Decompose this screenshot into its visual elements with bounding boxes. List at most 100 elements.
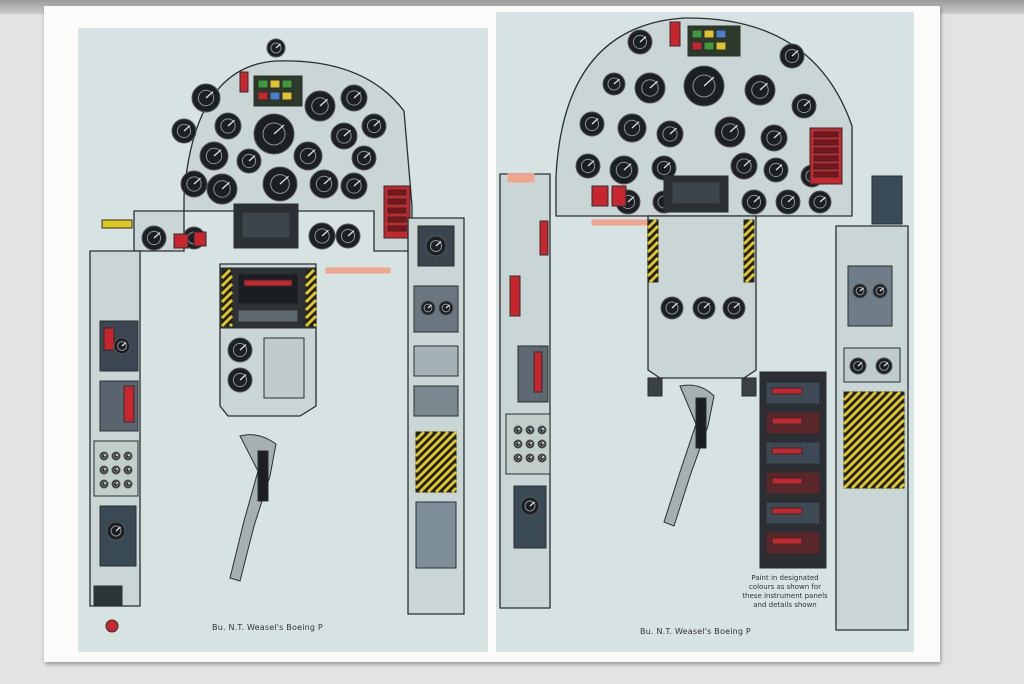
gauge-ring [813, 195, 827, 209]
hazard-stripe [304, 314, 318, 328]
right-sheet-caption: Bu. N.T. Weasel's Boeing P [640, 627, 751, 636]
gauge-ring [356, 150, 372, 166]
warning-cell [387, 225, 407, 232]
gauge-needle [775, 164, 783, 171]
tape-strip [325, 267, 391, 274]
gauge-ring [176, 123, 192, 139]
hazard-stripe [220, 282, 234, 296]
annunciator-light [703, 41, 715, 51]
hazard-stripe [742, 264, 756, 278]
gauge-needle [115, 481, 119, 485]
gauge-ring [346, 90, 362, 106]
hazard-stripe [646, 256, 660, 270]
gauge-needle [857, 361, 863, 367]
gauge-ring [197, 89, 215, 107]
hazard-stripe [842, 410, 906, 474]
gauge-ring [346, 178, 362, 194]
gauge-ring [101, 481, 107, 487]
gauge-needle [347, 230, 355, 237]
radio-readout [771, 477, 803, 485]
radio-buttons [237, 309, 299, 323]
gauge-ring [656, 160, 672, 176]
gauge-needle [323, 177, 332, 185]
radio-readout [771, 507, 803, 515]
hazard-stripe [742, 240, 756, 254]
gauge-ring [853, 361, 863, 371]
gauge-ring [430, 240, 442, 252]
cockpit-artwork [89, 17, 909, 633]
gauge-needle [753, 196, 761, 203]
gauge-needle [649, 80, 658, 89]
gauge-ring [766, 130, 782, 146]
gauge-needle [591, 118, 599, 125]
gauge-needle [205, 91, 214, 99]
warning-cell [813, 163, 839, 170]
hazard-stripe [304, 290, 318, 304]
annunciator-light [715, 29, 727, 39]
annunciator-light [257, 79, 269, 89]
gauge-ring [311, 97, 329, 115]
gauge-ring [539, 455, 545, 461]
gauge-needle [773, 131, 781, 139]
gauge-needle [669, 127, 677, 135]
hazard-stripe [304, 282, 318, 296]
gauge-needle [631, 121, 640, 129]
side-panel [871, 175, 903, 225]
hazard-stripe [874, 458, 906, 490]
console-foot [741, 377, 757, 397]
warning-light [591, 185, 609, 207]
gauge-needle [115, 526, 121, 532]
hazard-stripe [220, 298, 234, 312]
hazard-stripe [866, 450, 906, 490]
gauge-needle [623, 163, 632, 171]
hazard-stripe [304, 268, 316, 280]
gauge-needle [239, 374, 247, 381]
hazard-stripe [220, 274, 234, 288]
hazard-stripe [414, 430, 426, 442]
gauge-needle [859, 287, 864, 292]
gauge-needle [127, 467, 131, 471]
hazard-stripe [646, 224, 660, 238]
hazard-stripe [220, 314, 234, 328]
gauge-needle [279, 175, 289, 185]
tape-strip [507, 173, 535, 183]
gauge-ring [539, 427, 545, 433]
radio-readout [243, 279, 293, 287]
annunciator-light [715, 41, 727, 51]
gauge-ring [527, 427, 533, 433]
annunciator-light [703, 29, 715, 39]
gauge-ring [855, 286, 865, 296]
gauge-ring [101, 453, 107, 459]
hazard-stripe [414, 430, 450, 466]
radio-readout [771, 447, 803, 455]
gauge-needle [445, 304, 450, 309]
gauge-ring [879, 361, 889, 371]
warning-cell [813, 131, 839, 138]
warning-light [669, 21, 681, 47]
gauge-ring [584, 116, 600, 132]
hazard-stripe [646, 232, 660, 246]
hazard-stripe [434, 470, 458, 494]
gauge-needle [819, 196, 826, 203]
hazard-stripe [450, 486, 458, 494]
gauge-needle [787, 196, 795, 203]
hazard-stripe [882, 466, 906, 490]
gauge-ring [146, 230, 162, 246]
gauge-ring [515, 455, 521, 461]
hazard-stripe [220, 268, 232, 280]
hazard-stripe [220, 306, 234, 320]
gauge-ring [607, 77, 621, 91]
annunciator-light [281, 79, 293, 89]
tape-strip [101, 219, 133, 229]
gauge-ring [205, 147, 223, 165]
gauge-needle [663, 162, 671, 169]
gauge-ring [336, 128, 352, 144]
hazard-stripe [414, 446, 458, 490]
hazard-stripe [842, 390, 862, 410]
gauge-needle [879, 287, 884, 292]
gauge-needle [227, 119, 235, 127]
gauge-needle [541, 455, 545, 459]
gauge-ring [220, 118, 236, 134]
gauge-needle [103, 453, 107, 457]
control-stick-grip [695, 397, 707, 449]
